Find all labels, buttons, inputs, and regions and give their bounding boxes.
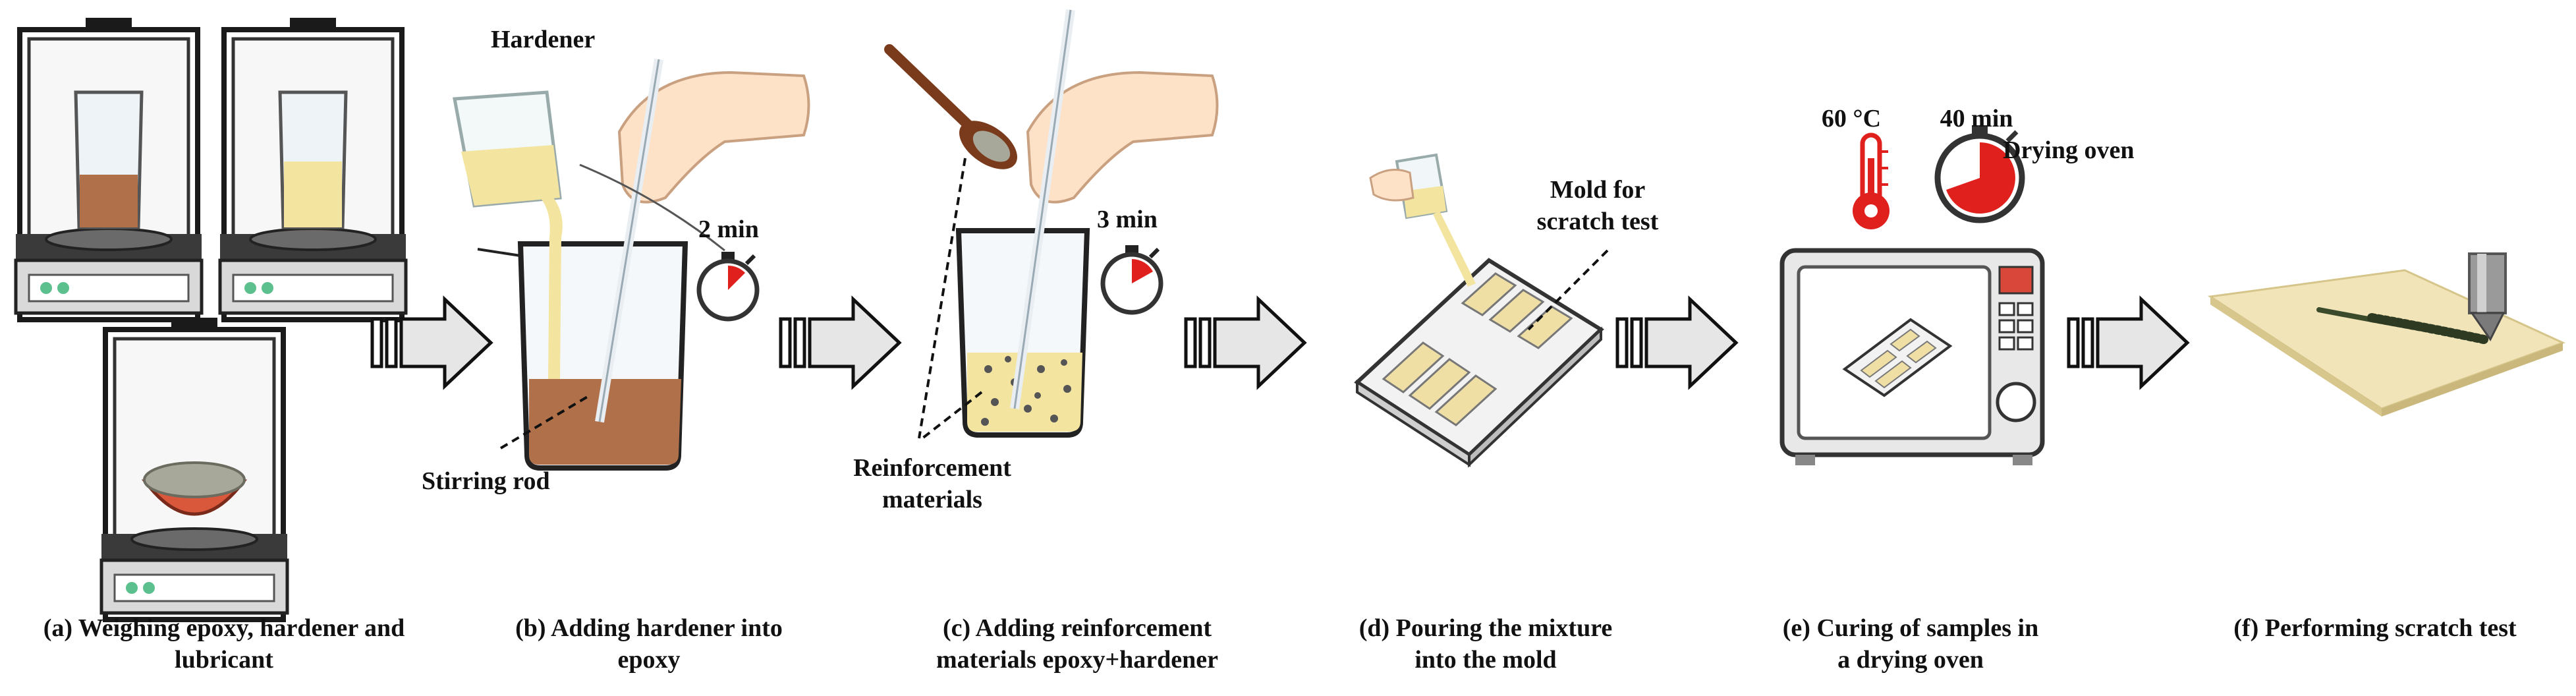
- caption-d-1: (d) Pouring the mixture: [1359, 614, 1613, 642]
- caption-a-2: lubricant: [175, 646, 273, 674]
- lubricant-powder: [143, 461, 246, 498]
- epoxy-fill: [80, 175, 138, 227]
- temperature-label: 60 °C: [1822, 105, 1881, 132]
- hand-icon: [617, 71, 810, 204]
- arrow-icon: [1186, 299, 1304, 386]
- caption-e-2: a drying oven: [1837, 646, 1984, 674]
- caption-b-2: epoxy: [618, 646, 681, 674]
- spoon-icon: [884, 44, 1017, 169]
- reinforcement-label-2: materials: [882, 486, 982, 513]
- scratch-specimen-icon: [2207, 269, 2565, 417]
- beaker-icon: [477, 241, 688, 471]
- mold-icon: [1354, 258, 1604, 468]
- balance-icon: [101, 318, 287, 620]
- drying-oven-label: Drying oven: [2003, 136, 2135, 164]
- time-c-label: 3 min: [1097, 206, 1158, 233]
- mold-label-1: Mold for: [1550, 176, 1646, 204]
- pouring-cup-icon: [1369, 153, 1476, 287]
- thermometer-icon: [1853, 132, 1890, 229]
- caption-b-1: (b) Adding hardener into: [515, 614, 783, 642]
- oven-icon: [1779, 248, 2045, 465]
- scratch-tip-icon: [2468, 252, 2507, 341]
- stopwatch-icon: [1934, 125, 2025, 223]
- caption-a-1: (a) Weighing epoxy, hardener and: [43, 614, 405, 642]
- stopwatch-icon: [1103, 245, 1161, 312]
- caption-e-1: (e) Curing of samples in: [1783, 614, 2038, 642]
- caption-f-1: (f) Performing scratch test: [2233, 614, 2517, 642]
- hardener-fill: [284, 161, 342, 227]
- hand-icon: [1026, 71, 1219, 204]
- stirring-rod-label: Stirring rod: [422, 467, 550, 495]
- mold-label-2: scratch test: [1537, 208, 1659, 235]
- caption-d-2: into the mold: [1414, 646, 1556, 674]
- balance-icon: [220, 18, 406, 320]
- arrow-icon: [781, 299, 899, 386]
- specimen-slots: [1382, 272, 1573, 426]
- arrow-icon: [1617, 299, 1736, 386]
- reinforcement-label-1: Reinforcement: [853, 454, 1011, 482]
- time-b-label: 2 min: [698, 216, 759, 243]
- hardener-pitcher-icon: [453, 90, 563, 379]
- reinforcement-particles: [981, 356, 1071, 426]
- time-e-label: 40 min: [1940, 105, 2013, 132]
- caption-c-2: materials epoxy+hardener: [936, 646, 1218, 674]
- arrow-icon: [2069, 299, 2187, 386]
- caption-c-1: (c) Adding reinforcement: [943, 614, 1212, 642]
- stopwatch-icon: [699, 252, 757, 319]
- hardener-label: Hardener: [491, 26, 595, 53]
- balance-icon: [16, 18, 202, 320]
